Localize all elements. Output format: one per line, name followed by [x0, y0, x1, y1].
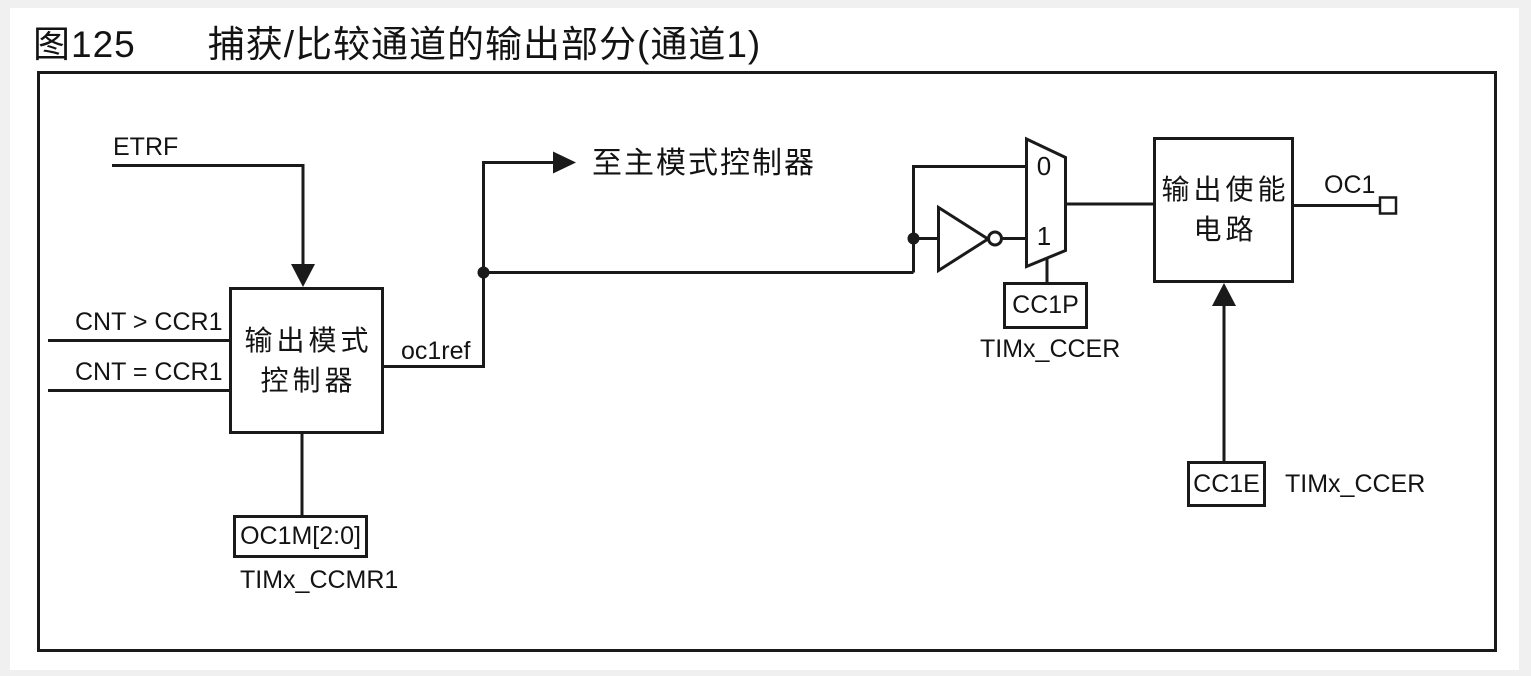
junction-dot-icon [907, 232, 920, 245]
junction-dot-icon [477, 266, 490, 279]
timx-ccmr1-register-label: TIMx_CCMR1 [240, 566, 399, 594]
to-master-mode-controller-label: 至主模式控制器 [592, 147, 816, 180]
mux-input-1-label: 1 [1036, 221, 1052, 251]
inverter-triangle-icon [937, 204, 991, 274]
output-enable-circuit-label-line1: 输出使能 [1161, 174, 1290, 205]
cnt-gt-ccr1-label: CNT > CCR1 [75, 308, 223, 336]
output-enable-circuit-block: 输出使能 电路 [1153, 137, 1294, 283]
cc1e-bitfield-label: CC1E [1193, 469, 1260, 498]
output-mode-controller-block: 输出模式 控制器 [229, 287, 384, 434]
diagram-frame [37, 71, 1497, 652]
cnt-eq-ccr1-label: CNT = CCR1 [75, 358, 223, 386]
mux-branch-wire [912, 165, 1027, 273]
oc1-pin-square-icon [1378, 196, 1398, 215]
inverter-bubble-icon [987, 230, 1003, 247]
timx-ccer-register-label-cc1p: TIMx_CCER [980, 335, 1121, 363]
oc1ref-label: oc1ref [401, 337, 471, 365]
output-enable-circuit-label-line2: 电路 [1193, 214, 1258, 245]
timx-ccer-register-label-cc1e: TIMx_CCER [1285, 470, 1426, 498]
etrf-wire [112, 164, 305, 266]
cc1p-bitfield-box: CC1P [1003, 282, 1088, 329]
oc1-pin-label: OC1 [1324, 171, 1376, 199]
cc1p-bitfield-label: CC1P [1012, 291, 1079, 319]
mux-input-0-label: 0 [1036, 151, 1052, 181]
cc1e-bitfield-box: CC1E [1187, 461, 1266, 507]
output-mode-controller-label-line2: 控制器 [260, 364, 357, 396]
arrowhead-down-etrf-icon [291, 264, 315, 287]
etrf-label: ETRF [113, 133, 179, 161]
figure-caption: 图125 捕获/比较通道的输出部分(通道1) [33, 14, 761, 68]
arrowhead-right-master-icon [553, 151, 576, 174]
output-mode-controller-label-line1: 输出模式 [244, 324, 373, 356]
oc1m-bitfield-label: OC1M[2:0] [240, 522, 361, 550]
figure-number: 图125 [33, 24, 136, 65]
figure-title: 捕获/比较通道的输出部分(通道1) [207, 24, 762, 65]
mux-trapezoid-icon [1025, 136, 1067, 269]
oc1m-bitfield-box: OC1M[2:0] [233, 515, 368, 558]
oc1ref-wire [383, 161, 554, 368]
arrowhead-up-cc1e-icon [1212, 283, 1236, 306]
